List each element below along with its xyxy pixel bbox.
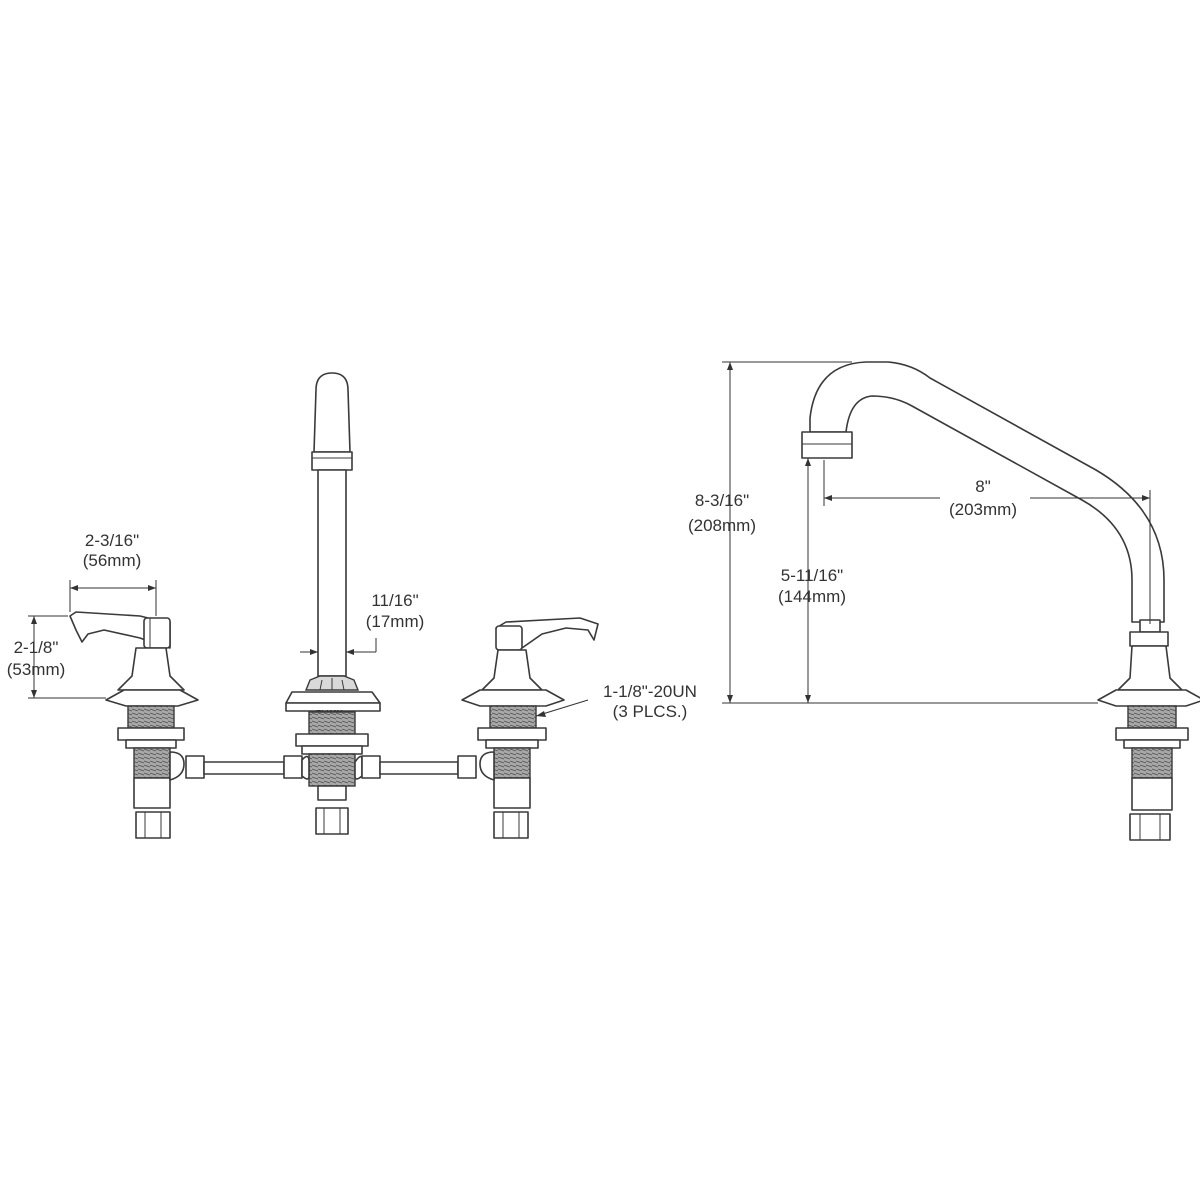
handle-height-imperial: 2-1/8" [14, 638, 59, 657]
spout-reach-metric: (203mm) [949, 500, 1017, 519]
spout-diameter-metric: (17mm) [366, 612, 425, 631]
spout-clearance-dimension [805, 458, 811, 703]
left-handle-valve [69, 611, 199, 839]
handle-width-dimension [69, 580, 157, 616]
front-view: ELKAY [7, 372, 697, 839]
spout-reach-imperial: 8" [975, 477, 991, 496]
spout-clearance-metric: (144mm) [778, 587, 846, 606]
spout-reach-dimension [823, 460, 1151, 624]
right-handle-valve [461, 617, 599, 839]
spout-clearance-imperial: 5-11/16" [781, 566, 843, 585]
handle-height-dimension [28, 615, 106, 699]
handle-height-metric: (53mm) [7, 660, 66, 679]
spout-diameter-dimension [300, 638, 377, 655]
side-spout [801, 361, 1169, 647]
handle-width-metric: (56mm) [83, 551, 142, 570]
overall-height-dimension [722, 361, 1098, 704]
supply-lines [169, 751, 495, 781]
overall-height-imperial: 8-3/16" [695, 491, 749, 510]
handle-width-imperial: 2-3/16" [85, 531, 139, 550]
center-spout: ELKAY [285, 372, 381, 835]
side-valve [1097, 645, 1200, 841]
spout-diameter-imperial: 11/16" [371, 591, 418, 610]
side-view: 8-3/16" (208mm) 8" (203mm) 5-11/16" (144… [688, 361, 1200, 841]
overall-height-metric: (208mm) [688, 516, 756, 535]
thread-callout-spec: 1-1/8"-20UN [603, 682, 697, 701]
thread-callout-qty: (3 PLCS.) [613, 702, 688, 721]
thread-callout-leader [535, 699, 589, 717]
